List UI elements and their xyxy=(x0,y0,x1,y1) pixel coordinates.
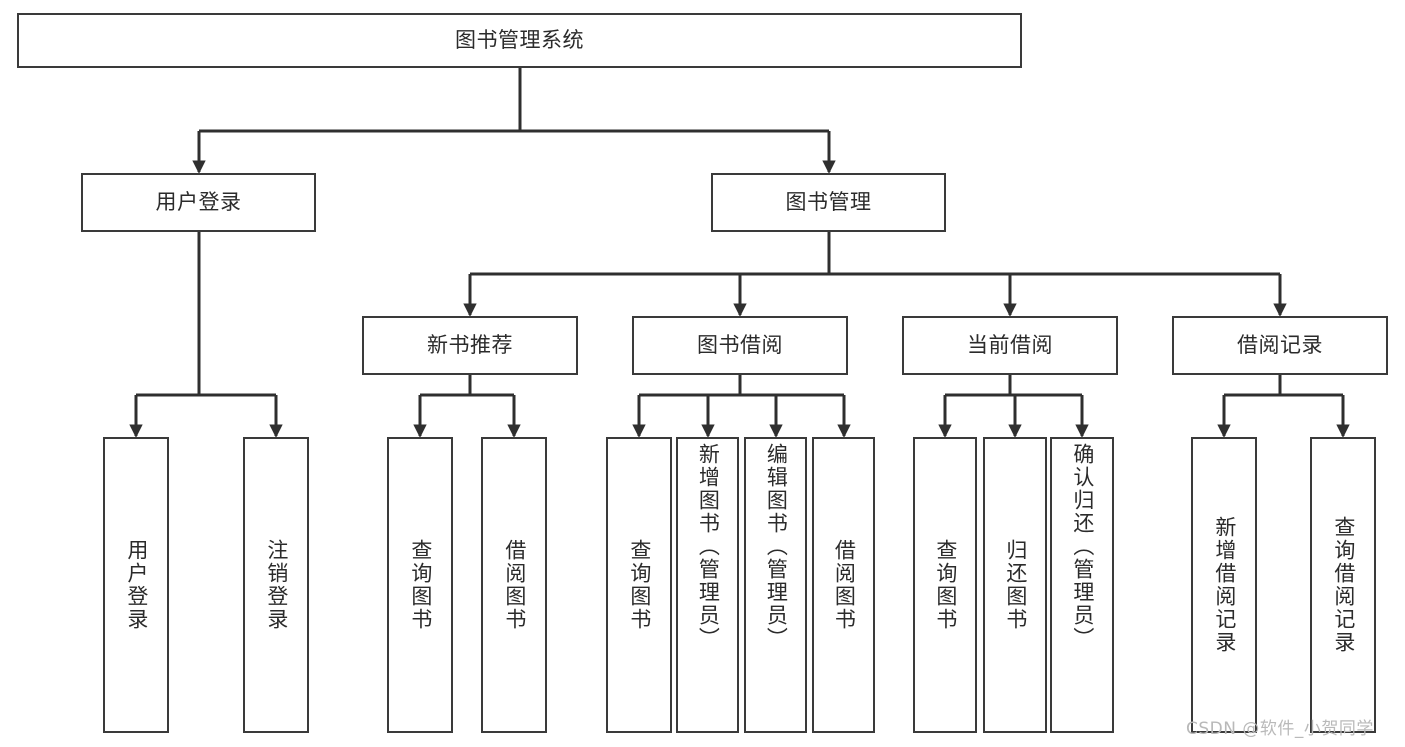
node-leaf-add-book-admin: 新增图书（管理员） xyxy=(676,437,739,733)
node-current-borrow: 当前借阅 xyxy=(902,316,1118,375)
node-label: 查询图书 xyxy=(408,539,433,631)
node-label: 确认归还（管理员） xyxy=(1070,443,1095,650)
node-leaf-add-borrow-record: 新增借阅记录 xyxy=(1191,437,1257,733)
node-leaf-borrow-book-recommend: 借阅图书 xyxy=(481,437,547,733)
node-label: 借阅记录 xyxy=(1237,333,1323,358)
csdn-watermark: CSDN @软件_小贺同学 xyxy=(1186,719,1374,739)
node-leaf-return-book: 归还图书 xyxy=(983,437,1047,733)
node-label: 当前借阅 xyxy=(967,333,1053,358)
node-leaf-borrow-book: 借阅图书 xyxy=(812,437,875,733)
node-label: 新增借阅记录 xyxy=(1212,516,1237,654)
node-label: 查询图书 xyxy=(627,539,652,631)
node-label: 图书借阅 xyxy=(697,333,783,358)
node-label: 查询图书 xyxy=(933,539,958,631)
node-new-book-recommend: 新书推荐 xyxy=(362,316,578,375)
node-label: 新书推荐 xyxy=(427,333,513,358)
node-label: 图书管理 xyxy=(785,190,872,215)
node-book-borrow: 图书借阅 xyxy=(632,316,848,375)
node-root: 图书管理系统 xyxy=(17,13,1022,68)
node-borrow-record: 借阅记录 xyxy=(1172,316,1388,375)
node-label: 归还图书 xyxy=(1003,539,1028,631)
node-label: 用户登录 xyxy=(155,190,242,215)
node-label: 新增图书（管理员） xyxy=(696,443,721,650)
node-leaf-query-book-recommend: 查询图书 xyxy=(387,437,453,733)
node-label: 图书管理系统 xyxy=(455,28,584,53)
node-leaf-edit-book-admin: 编辑图书（管理员） xyxy=(744,437,807,733)
node-label: 查询借阅记录 xyxy=(1331,516,1356,654)
node-label: 注销登录 xyxy=(264,539,289,631)
node-label: 编辑图书（管理员） xyxy=(764,443,789,650)
node-leaf-user-login: 用户登录 xyxy=(103,437,169,733)
node-user-login: 用户登录 xyxy=(81,173,316,232)
node-leaf-confirm-return-admin: 确认归还（管理员） xyxy=(1050,437,1114,733)
node-label: 用户登录 xyxy=(124,539,149,631)
node-label: 借阅图书 xyxy=(832,539,857,631)
node-book-management: 图书管理 xyxy=(711,173,946,232)
node-leaf-query-book-borrow: 查询图书 xyxy=(606,437,672,733)
node-leaf-query-borrow-record: 查询借阅记录 xyxy=(1310,437,1376,733)
node-leaf-query-book-current: 查询图书 xyxy=(913,437,977,733)
node-leaf-logout-login: 注销登录 xyxy=(243,437,309,733)
node-label: 借阅图书 xyxy=(502,539,527,631)
